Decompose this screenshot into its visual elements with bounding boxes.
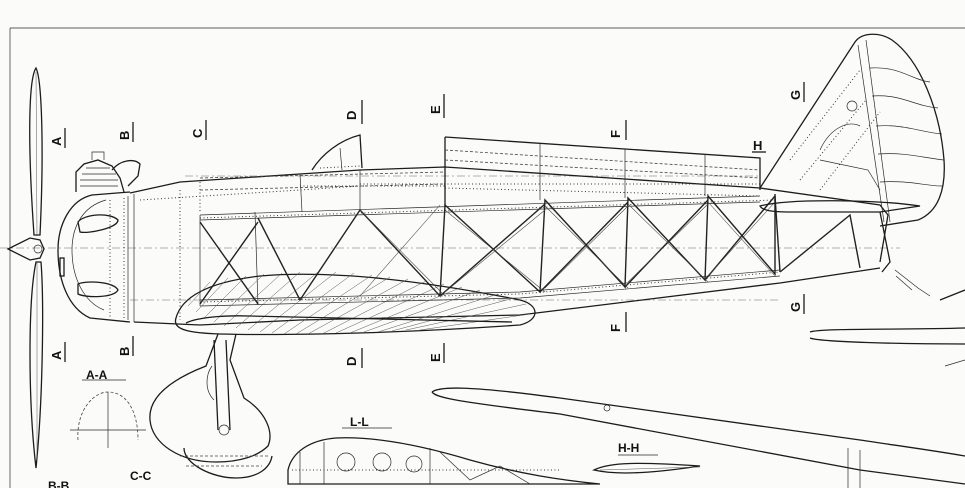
section-hh-airfoil [592, 454, 701, 474]
construction-lines [0, 175, 900, 301]
section-letters: A A B B C D D E E F F G G H [49, 90, 803, 366]
tail-fin [759, 33, 945, 227]
section-mark-f-bottom: F [608, 324, 623, 332]
section-title-bb: B-B [48, 479, 70, 488]
landing-gear [149, 333, 273, 479]
section-mark-a-bottom: A [49, 350, 64, 360]
stabilizer-view-fragment [809, 289, 965, 367]
section-ll-rib [287, 427, 601, 485]
section-tick-marks [64, 82, 805, 368]
fuselage-truss [199, 194, 861, 305]
engine-cowling [57, 191, 135, 323]
cabin-section [199, 136, 761, 205]
section-mark-g-bottom: G [788, 302, 803, 312]
section-mark-e-top: E [428, 105, 443, 114]
drawing-frame [9, 27, 965, 488]
section-mark-c-top: C [190, 128, 205, 138]
section-mark-h-top: H [753, 138, 762, 153]
section-title-cc: C-C [130, 469, 152, 483]
wing-planform [431, 387, 965, 488]
section-mark-f-top: F [608, 130, 623, 138]
section-mark-g-top: G [788, 90, 803, 100]
section-mark-b-top: B [117, 131, 132, 140]
section-titles: A-A B-B C-C L-L H-H [48, 368, 639, 488]
section-mark-b-bottom: B [117, 347, 132, 356]
section-mark-d-top: D [344, 111, 359, 120]
section-mark-e-bottom: E [428, 353, 443, 362]
section-title-hh: H-H [618, 441, 639, 455]
windscreen [311, 134, 363, 171]
propeller [6, 66, 45, 469]
section-aa-view [70, 379, 146, 448]
engine-cylinders [75, 151, 141, 193]
horizontal-stabilizer [759, 200, 921, 273]
section-mark-d-bottom: D [344, 357, 359, 366]
section-mark-a-top: A [49, 136, 64, 146]
wing-root-section [174, 271, 536, 336]
tail-skid [894, 269, 931, 297]
section-title-ll: L-L [350, 415, 369, 429]
section-title-aa: A-A [86, 368, 108, 382]
